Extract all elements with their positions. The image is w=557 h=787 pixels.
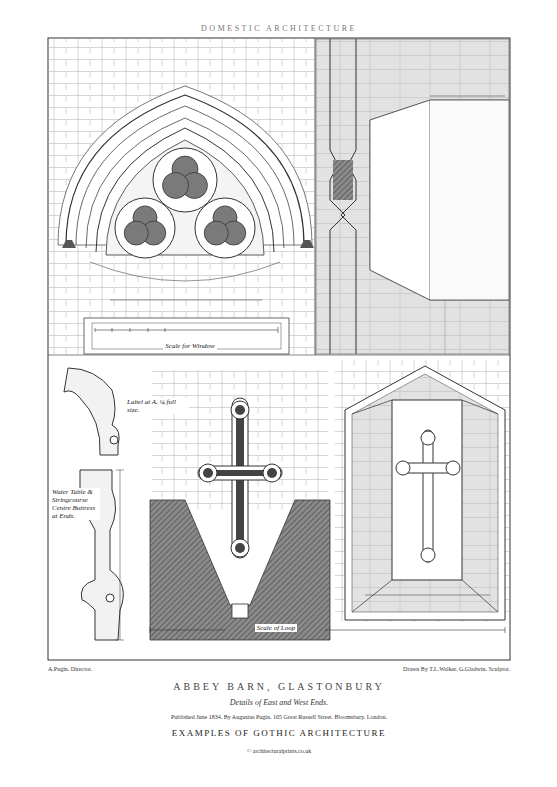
detail-note: Label at A. ¼ full size. <box>125 398 189 414</box>
jamb-plan <box>316 39 509 354</box>
plate-title: ABBEY BARN, GLASTONBURY <box>48 681 510 693</box>
credit-left: A.Pugin. Director. <box>48 666 248 673</box>
credit-right: Drawn By T.L.Walker. G.Gladwin. Sculptor… <box>290 666 510 673</box>
loop-elevation-section <box>150 370 505 640</box>
scale-label: Scale of Loop <box>255 624 298 632</box>
series-header: DOMESTIC ARCHITECTURE <box>48 24 510 33</box>
detail-note: Water Table & Stringcourse Centre Buttre… <box>50 488 100 520</box>
scale-label: Scale for Window <box>163 342 216 350</box>
series-title: EXAMPLES OF GOTHIC ARCHITECTURE <box>48 728 510 738</box>
plate-subtitle: Details of East and West Ends. <box>48 698 510 707</box>
publication-line: Published June 1834. By Augustus Pugin. … <box>48 714 510 721</box>
loop-recess-elevation <box>335 360 509 622</box>
copyright-note: © architecturalprints.co.uk <box>48 748 510 755</box>
window-elevation <box>49 39 314 354</box>
